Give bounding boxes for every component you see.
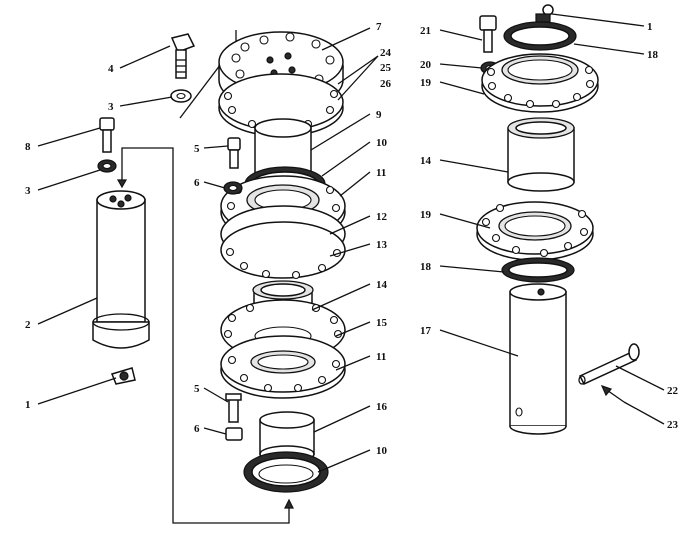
callout-9: 9	[376, 109, 382, 121]
bolt-4	[170, 33, 196, 79]
callout-6-upper: 6	[194, 177, 200, 189]
callout-16: 16	[376, 401, 388, 413]
path-arrow-top	[116, 179, 128, 189]
callout-19-lower: 19	[420, 209, 432, 221]
callout-7: 7	[376, 21, 382, 33]
washer-3-lower	[97, 159, 117, 173]
washer-6-upper	[223, 181, 243, 195]
callout-5-lower: 5	[194, 383, 200, 395]
bolt-8	[99, 117, 115, 153]
callout-23: 23	[667, 419, 679, 431]
callout-24: 24	[380, 47, 392, 59]
nut-6-lower	[225, 427, 243, 441]
assembly-path-line	[121, 147, 290, 524]
callout-11-upper: 11	[376, 167, 386, 179]
callout-25: 25	[380, 62, 392, 74]
callout-18-lower: 18	[420, 261, 432, 273]
arrow-23	[600, 385, 625, 403]
seal-18-upper	[503, 21, 577, 51]
callout-6-lower: 6	[194, 423, 200, 435]
callout-1-left: 1	[25, 399, 31, 411]
seal-18-lower	[501, 257, 575, 283]
callout-12: 12	[376, 211, 388, 223]
flange-11-lower	[220, 335, 346, 399]
callout-1-right: 1	[647, 21, 653, 33]
callout-4: 4	[108, 63, 114, 75]
callout-19-upper: 19	[420, 77, 432, 89]
washer-3-upper	[170, 89, 192, 103]
bolt-5-lower	[225, 393, 242, 423]
callout-20: 20	[420, 59, 432, 71]
callout-14-center: 14	[376, 279, 388, 291]
callout-26: 26	[380, 78, 392, 90]
callout-2: 2	[25, 319, 31, 331]
callout-17: 17	[420, 325, 432, 337]
callout-3-upper: 3	[108, 101, 114, 113]
bolt-21	[479, 15, 497, 53]
seal-10-lower	[243, 451, 329, 493]
callout-21: 21	[420, 25, 431, 37]
flange-19-lower	[476, 201, 594, 261]
callout-10-upper: 10	[376, 137, 388, 149]
callout-3-lower: 3	[25, 185, 31, 197]
callout-5-upper: 5	[194, 143, 200, 155]
callout-15: 15	[376, 317, 388, 329]
callout-18-upper: 18	[647, 49, 659, 61]
callout-10-lower: 10	[376, 445, 388, 457]
callout-13: 13	[376, 239, 388, 251]
grease-fitting-1-left	[110, 367, 136, 385]
path-arrow-bottom	[284, 498, 294, 509]
bolt-5-upper	[227, 137, 241, 169]
leader-lines	[37, 13, 665, 473]
flange-13	[220, 221, 346, 280]
callout-11-lower: 11	[376, 351, 386, 363]
callout-8: 8	[25, 141, 31, 153]
grease-fitting-1-right	[535, 4, 554, 23]
shaft-17	[509, 283, 567, 435]
callout-14-right: 14	[420, 155, 432, 167]
flange-19-upper	[481, 53, 599, 113]
bushing-14-right	[507, 117, 575, 192]
pin-2	[92, 190, 150, 349]
callout-22: 22	[667, 385, 679, 397]
pin-22	[578, 343, 640, 385]
